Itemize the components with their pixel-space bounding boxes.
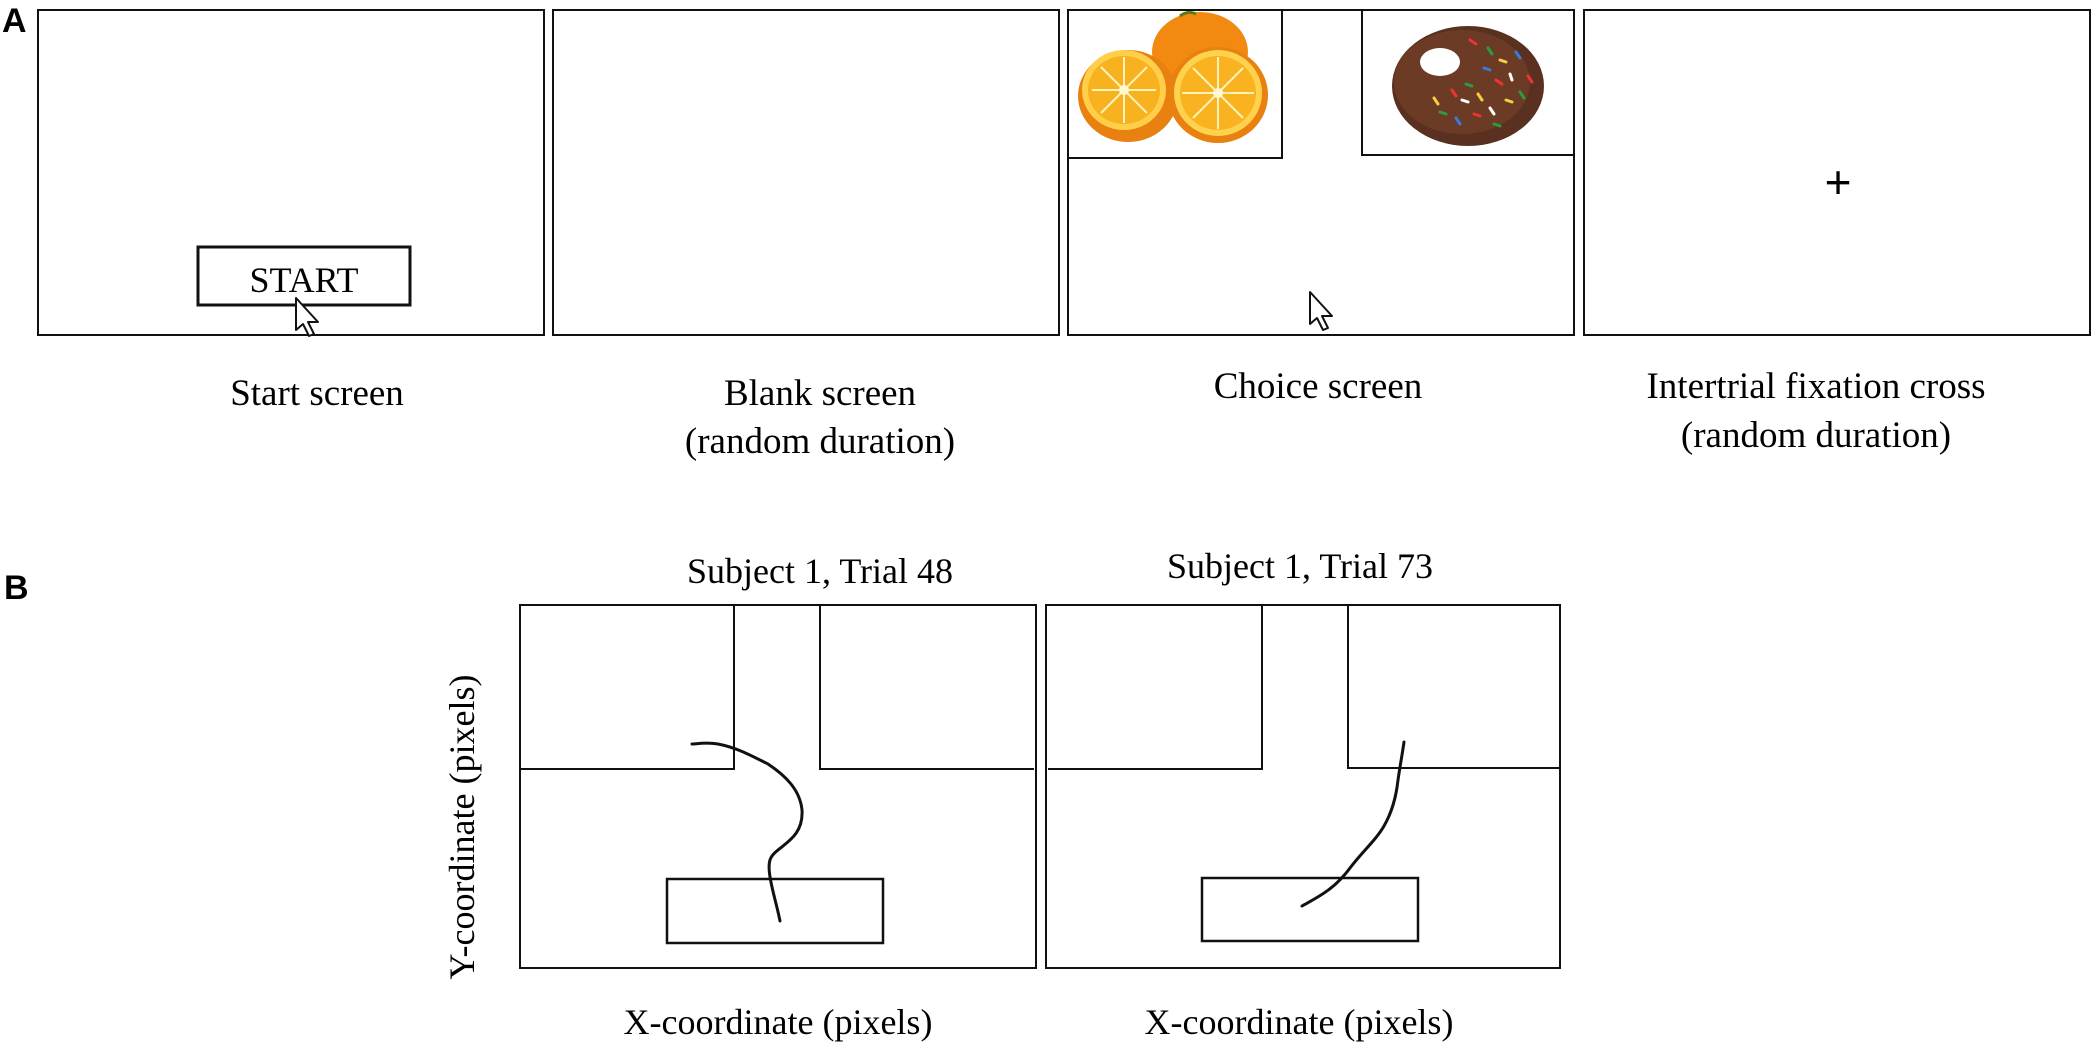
start-button[interactable] bbox=[196, 245, 412, 307]
trajectory-plot-1 bbox=[519, 604, 1037, 969]
sprinkle-donut-image[interactable] bbox=[1361, 9, 1575, 156]
panel-a-letter: A bbox=[2, 2, 27, 40]
mouse-cursor-icon bbox=[295, 297, 319, 337]
fixation-screen: + bbox=[1583, 9, 2091, 336]
start-box-outline bbox=[1200, 876, 1420, 943]
blank-screen-caption-duration: (random duration) bbox=[685, 421, 955, 462]
plot-2-xlabel: X-coordinate (pixels) bbox=[1145, 1002, 1454, 1042]
mouse-cursor-icon bbox=[1309, 291, 1333, 331]
fixation-screen-caption: Intertrial fixation cross bbox=[1646, 366, 1985, 407]
plot-1-title: Subject 1, Trial 48 bbox=[687, 551, 953, 591]
start-screen-caption: Start screen bbox=[230, 373, 404, 414]
plot-1-xlabel: X-coordinate (pixels) bbox=[624, 1002, 933, 1042]
mouse-trajectory bbox=[690, 741, 804, 923]
donut-sprinkles bbox=[1432, 38, 1534, 128]
mouse-trajectory bbox=[1300, 740, 1406, 908]
start-screen: START bbox=[37, 9, 545, 337]
fixation-screen-caption-duration: (random duration) bbox=[1681, 415, 1951, 456]
fixation-cross: + bbox=[1825, 156, 1852, 208]
start-button-label: START bbox=[250, 260, 359, 300]
choice-screen-caption: Choice screen bbox=[1214, 366, 1423, 407]
y-axis-label: Y-coordinate (pixels) bbox=[442, 675, 482, 980]
plot-2-title: Subject 1, Trial 73 bbox=[1167, 546, 1433, 586]
blank-screen-caption: Blank screen bbox=[724, 373, 916, 414]
panel-b-letter: B bbox=[4, 569, 29, 607]
orange-halves-image[interactable] bbox=[1067, 9, 1283, 159]
trajectory-plot-2 bbox=[1045, 604, 1561, 969]
choice-screen bbox=[1067, 9, 1575, 336]
blank-screen bbox=[552, 9, 1060, 336]
start-box-outline bbox=[665, 877, 885, 945]
